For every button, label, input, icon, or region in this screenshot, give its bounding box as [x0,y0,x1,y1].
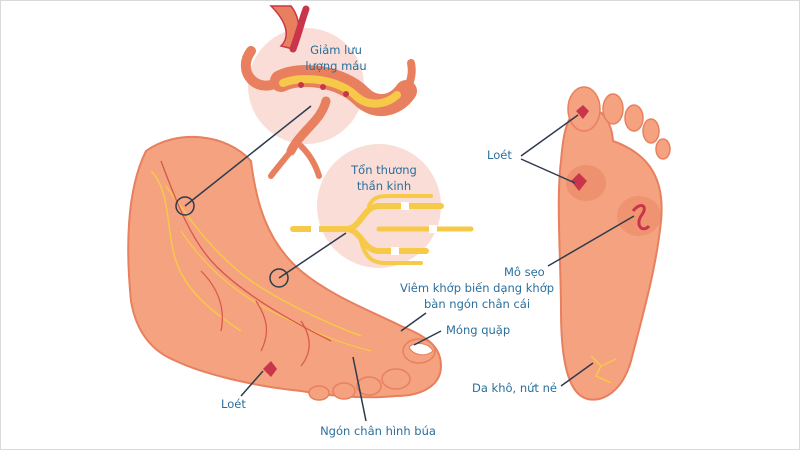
left-foot-side-view [127,135,443,401]
label-ulcer-sole: Loét [487,148,512,162]
blood-vessel-pointer-circle [175,196,195,216]
nerve-pointer-circle [269,268,289,288]
foot-ulcer-mark [263,361,277,377]
label-dry-cracked-skin: Da khô, nứt nẻ [472,381,557,395]
pointer-lines [175,105,635,422]
label-ulcer-foot: Loét [221,397,246,411]
label-nerve-damage-line1: Tổn thương [351,163,417,177]
label-nerve-damage-line2: thần kinh [356,179,412,193]
nerve-illustration [290,194,474,265]
scar-mark [631,204,651,231]
label-hammer-toe: Ngón chân hình búa [320,424,436,438]
right-foot-sole-view [557,86,671,401]
blood-vessel-illustration [240,5,417,179]
label-reduced-blood-flow-line1: Giảm lưu [310,43,362,57]
crack-mark [590,355,617,384]
toe-ulcer-mark [576,105,589,119]
label-scar-tissue: Mô sẹo [504,265,545,279]
label-bunion-line2: bàn ngón chân cái [423,297,531,311]
label-reduced-blood-flow-line2: lượng máu [305,59,367,73]
label-ingrown-nail: Móng quặp [446,323,511,337]
sole-ulcer-mark [571,173,587,191]
label-bunion-line1: Viêm khớp biến dạng khớp [399,281,555,295]
